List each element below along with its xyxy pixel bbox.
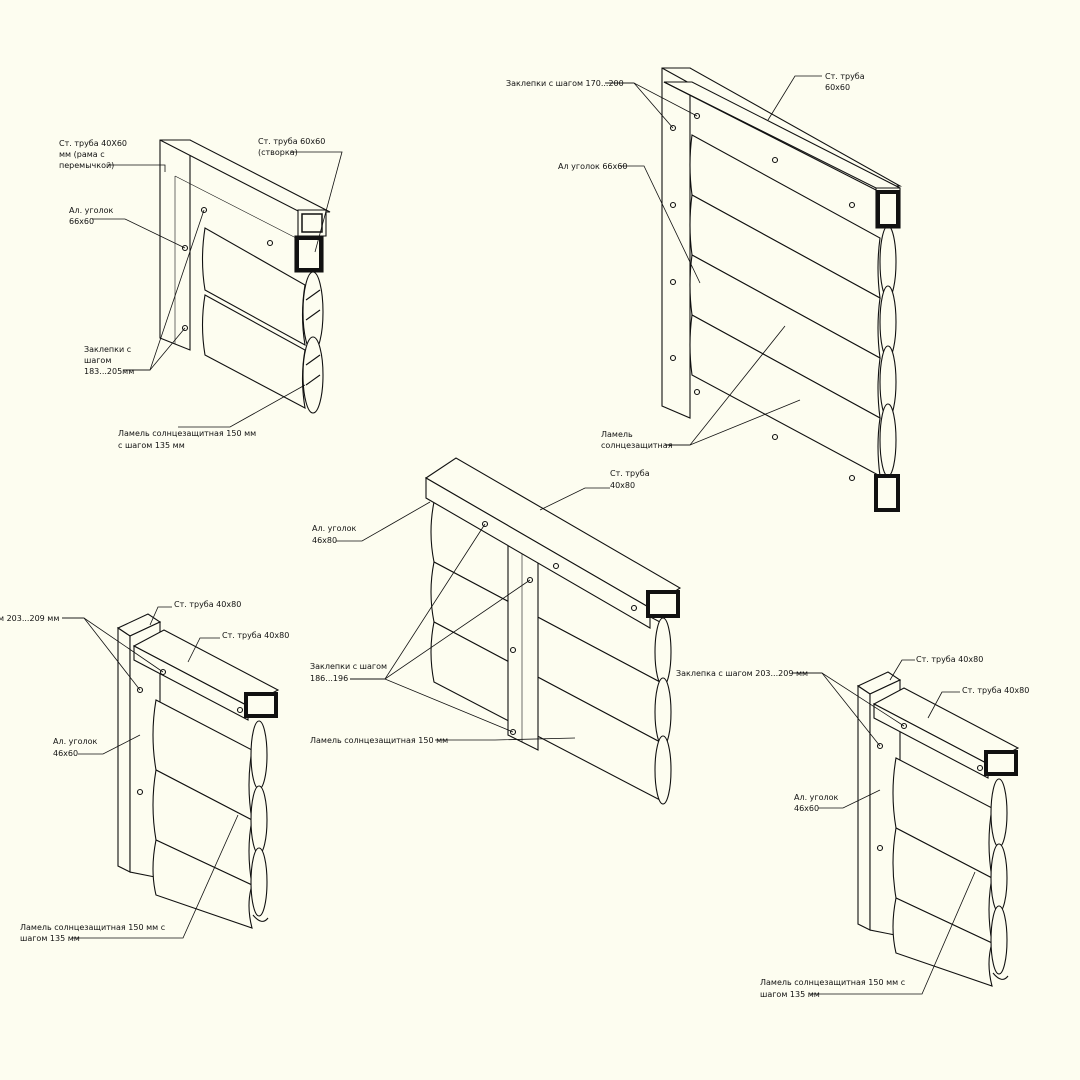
top-tube: [132, 629, 280, 721]
leaders: [336, 487, 610, 741]
label-tube-small: Ст. труба 40х80: [174, 600, 241, 609]
lamella-stack: [152, 699, 269, 929]
label-tube: Ст. труба 40х80: [962, 686, 1029, 695]
label-tube: Ст. труба 40х80: [222, 631, 289, 640]
leaders: [92, 151, 343, 428]
bottom-tube: [874, 474, 900, 512]
leaders: [605, 75, 822, 446]
label-sash-tube: Ст. труба 60х60(створка): [258, 137, 325, 157]
label-rivets: Заклепка с шагом 203...209 мм: [676, 669, 808, 678]
assembly-bottom-left: м 203...209 мм Ст. труба 40х80 Ст. труба…: [0, 600, 289, 943]
lamella-stack: [689, 134, 897, 477]
side-post: [856, 671, 902, 937]
leaders: [792, 659, 976, 995]
lamella-stack: [430, 501, 672, 805]
sash-tube: [294, 209, 327, 273]
top-tube: [663, 81, 901, 229]
assembly-bottom-right: Заклепка с шагом 203...209 мм Ст. труба …: [676, 655, 1029, 999]
rivets: [136, 668, 244, 796]
top-tube: [424, 457, 682, 629]
lamella-stack: [201, 227, 324, 414]
label-angle: Ал уголок 66х60: [558, 162, 627, 171]
lamella-stack: [892, 757, 1009, 987]
top-tube: [872, 687, 1020, 779]
label-rivets: м 203...209 мм: [0, 614, 59, 623]
label-tube-small: Ст. труба 40х80: [916, 655, 983, 664]
rivets: [181, 206, 274, 332]
frame-post: [159, 139, 331, 351]
rivets: [669, 112, 856, 482]
label-rivets: Заклепки с шагом 170...200: [506, 79, 624, 88]
leaders: [62, 606, 239, 939]
label-lamella: Ламель солнцезащитная 150 мм: [310, 736, 448, 745]
